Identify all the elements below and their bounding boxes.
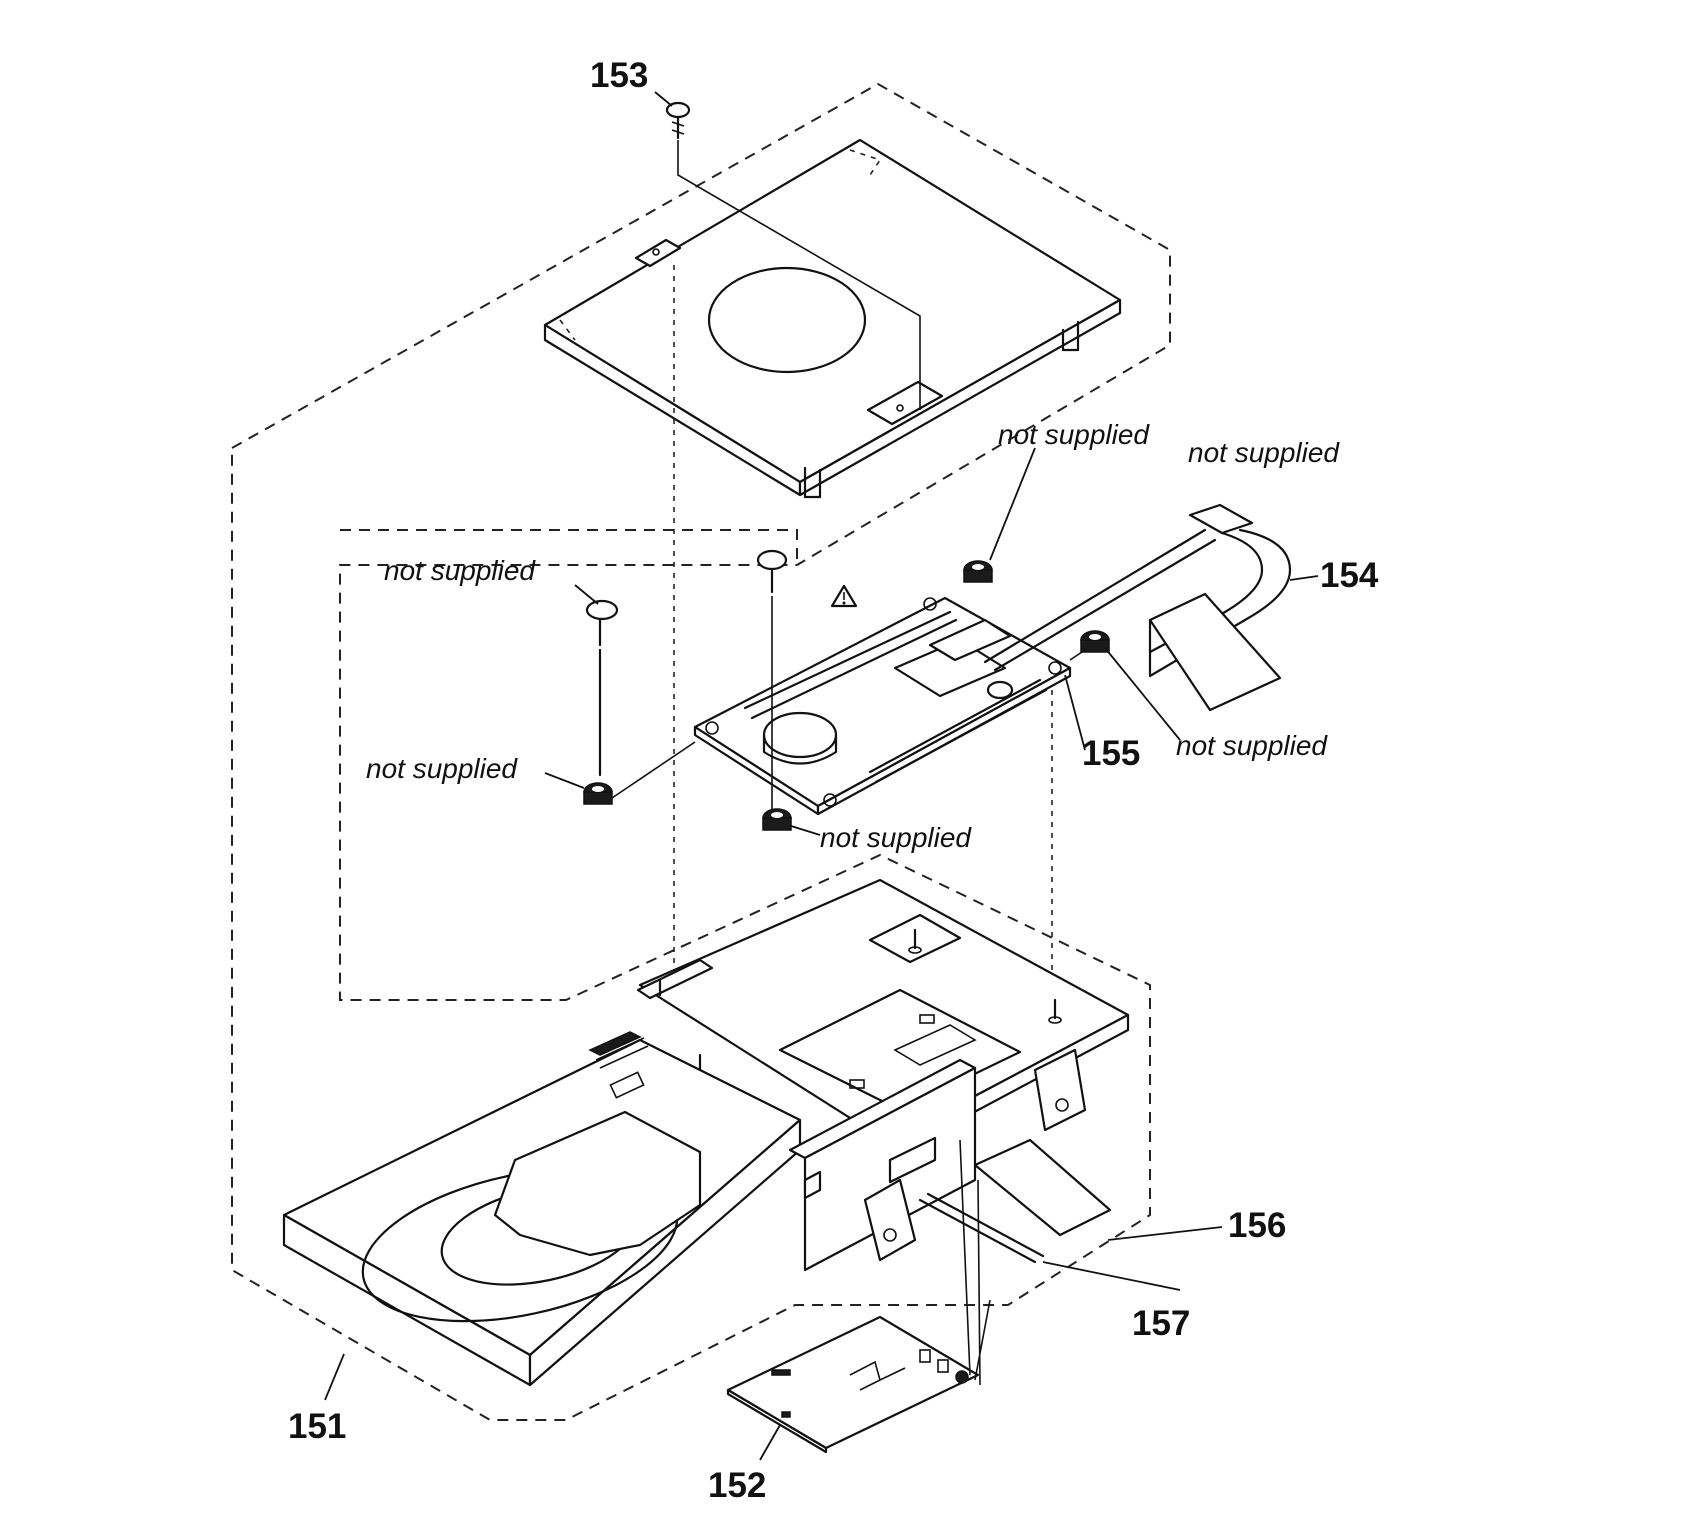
- note-not-supplied-front-damper: not supplied: [820, 822, 972, 853]
- damper-top: [963, 560, 993, 583]
- warning-triangle-icon: [830, 584, 858, 608]
- screw-optical-center: [756, 549, 788, 812]
- damper-link-left: [611, 741, 696, 799]
- callout-155: 155: [1082, 734, 1140, 773]
- alignment-line-screw: [677, 140, 921, 410]
- callout-156: 156: [1228, 1206, 1286, 1245]
- top-cover: [543, 138, 1122, 499]
- screw-153: [665, 101, 691, 140]
- callout-152: 152: [708, 1466, 766, 1505]
- note-not-supplied-right-damper: not supplied: [1176, 730, 1328, 761]
- screw-left-not-supplied: [585, 599, 619, 777]
- callout-157: 157: [1132, 1304, 1190, 1343]
- note-not-supplied-left-screw: not supplied: [384, 555, 536, 586]
- chassis-tray-151: [282, 878, 1130, 1387]
- damper-front: [762, 808, 792, 831]
- outer-dashed-boundary: [231, 82, 1171, 1421]
- leader-lines: [324, 91, 1319, 1461]
- pcb-152: [726, 1315, 980, 1454]
- damper-right: [1080, 630, 1110, 653]
- callout-153: 153: [590, 56, 648, 95]
- callout-151: 151: [288, 1407, 346, 1446]
- inner-dashed-boundary: [340, 529, 798, 565]
- damper-link-right: [1069, 649, 1086, 661]
- callout-154: 154: [1320, 556, 1379, 595]
- note-not-supplied-top: not supplied: [998, 419, 1150, 450]
- flex-cable-154: [983, 503, 1292, 712]
- pcb-link-lines: [959, 1139, 991, 1386]
- note-not-supplied-left-damper: not supplied: [366, 753, 518, 784]
- damper-left: [583, 782, 613, 805]
- note-not-supplied-cable: not supplied: [1188, 437, 1340, 468]
- optical-unit-155: [693, 596, 1072, 816]
